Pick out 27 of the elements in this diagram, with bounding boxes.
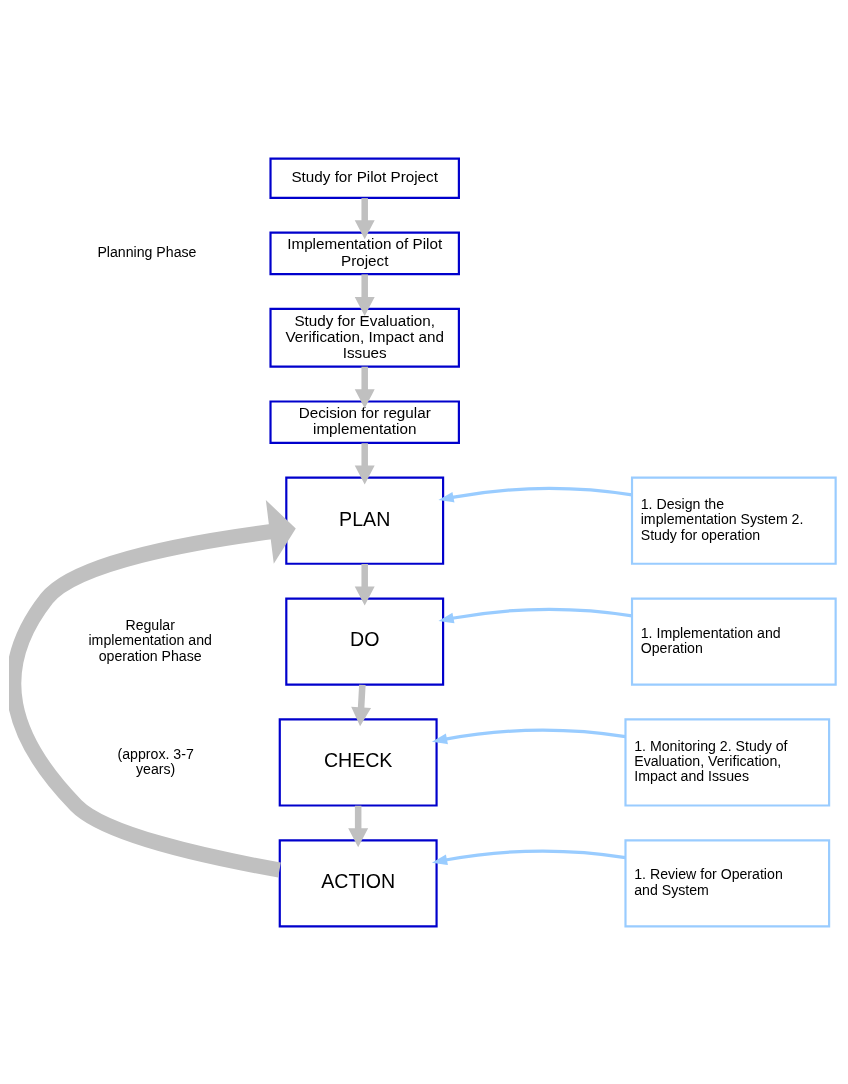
node-box: 1. Design the implementation System 2. Study for operation	[630, 476, 837, 565]
label: (approx. 3-7 years)	[117, 745, 194, 777]
node-box: Implementation of Pilot Project	[268, 231, 460, 275]
node-box: PLAN	[284, 476, 444, 565]
arrow	[437, 486, 632, 502]
label: Regular implementation and operation Phase	[87, 616, 212, 664]
node-box: DO	[284, 597, 444, 686]
arrow	[431, 728, 626, 744]
node-box: Study for Evaluation, Verification, Impact and Issues	[268, 307, 460, 368]
node-box: CHECK	[278, 717, 438, 807]
arrow	[347, 805, 368, 847]
node-box: 1. Implementation and Operation	[630, 597, 837, 686]
node-box: Decision for regular implementation	[268, 399, 460, 444]
arrow	[354, 273, 375, 316]
arrow	[437, 607, 632, 623]
label: Planning Phase	[96, 243, 196, 260]
arrow	[354, 563, 375, 605]
arrow	[431, 848, 626, 865]
node-box: 1. Review for Operation and System	[623, 838, 830, 927]
arrow	[8, 499, 296, 877]
node-box: 1. Monitoring 2. Study of Evaluation, Verification, Impact and Issues	[623, 717, 830, 807]
node-box: Study for Pilot Project	[268, 157, 460, 199]
node-box: ACTION	[278, 838, 438, 927]
arrow	[354, 366, 375, 408]
arrow	[350, 684, 371, 726]
arrow	[354, 442, 375, 484]
arrow	[354, 197, 375, 239]
